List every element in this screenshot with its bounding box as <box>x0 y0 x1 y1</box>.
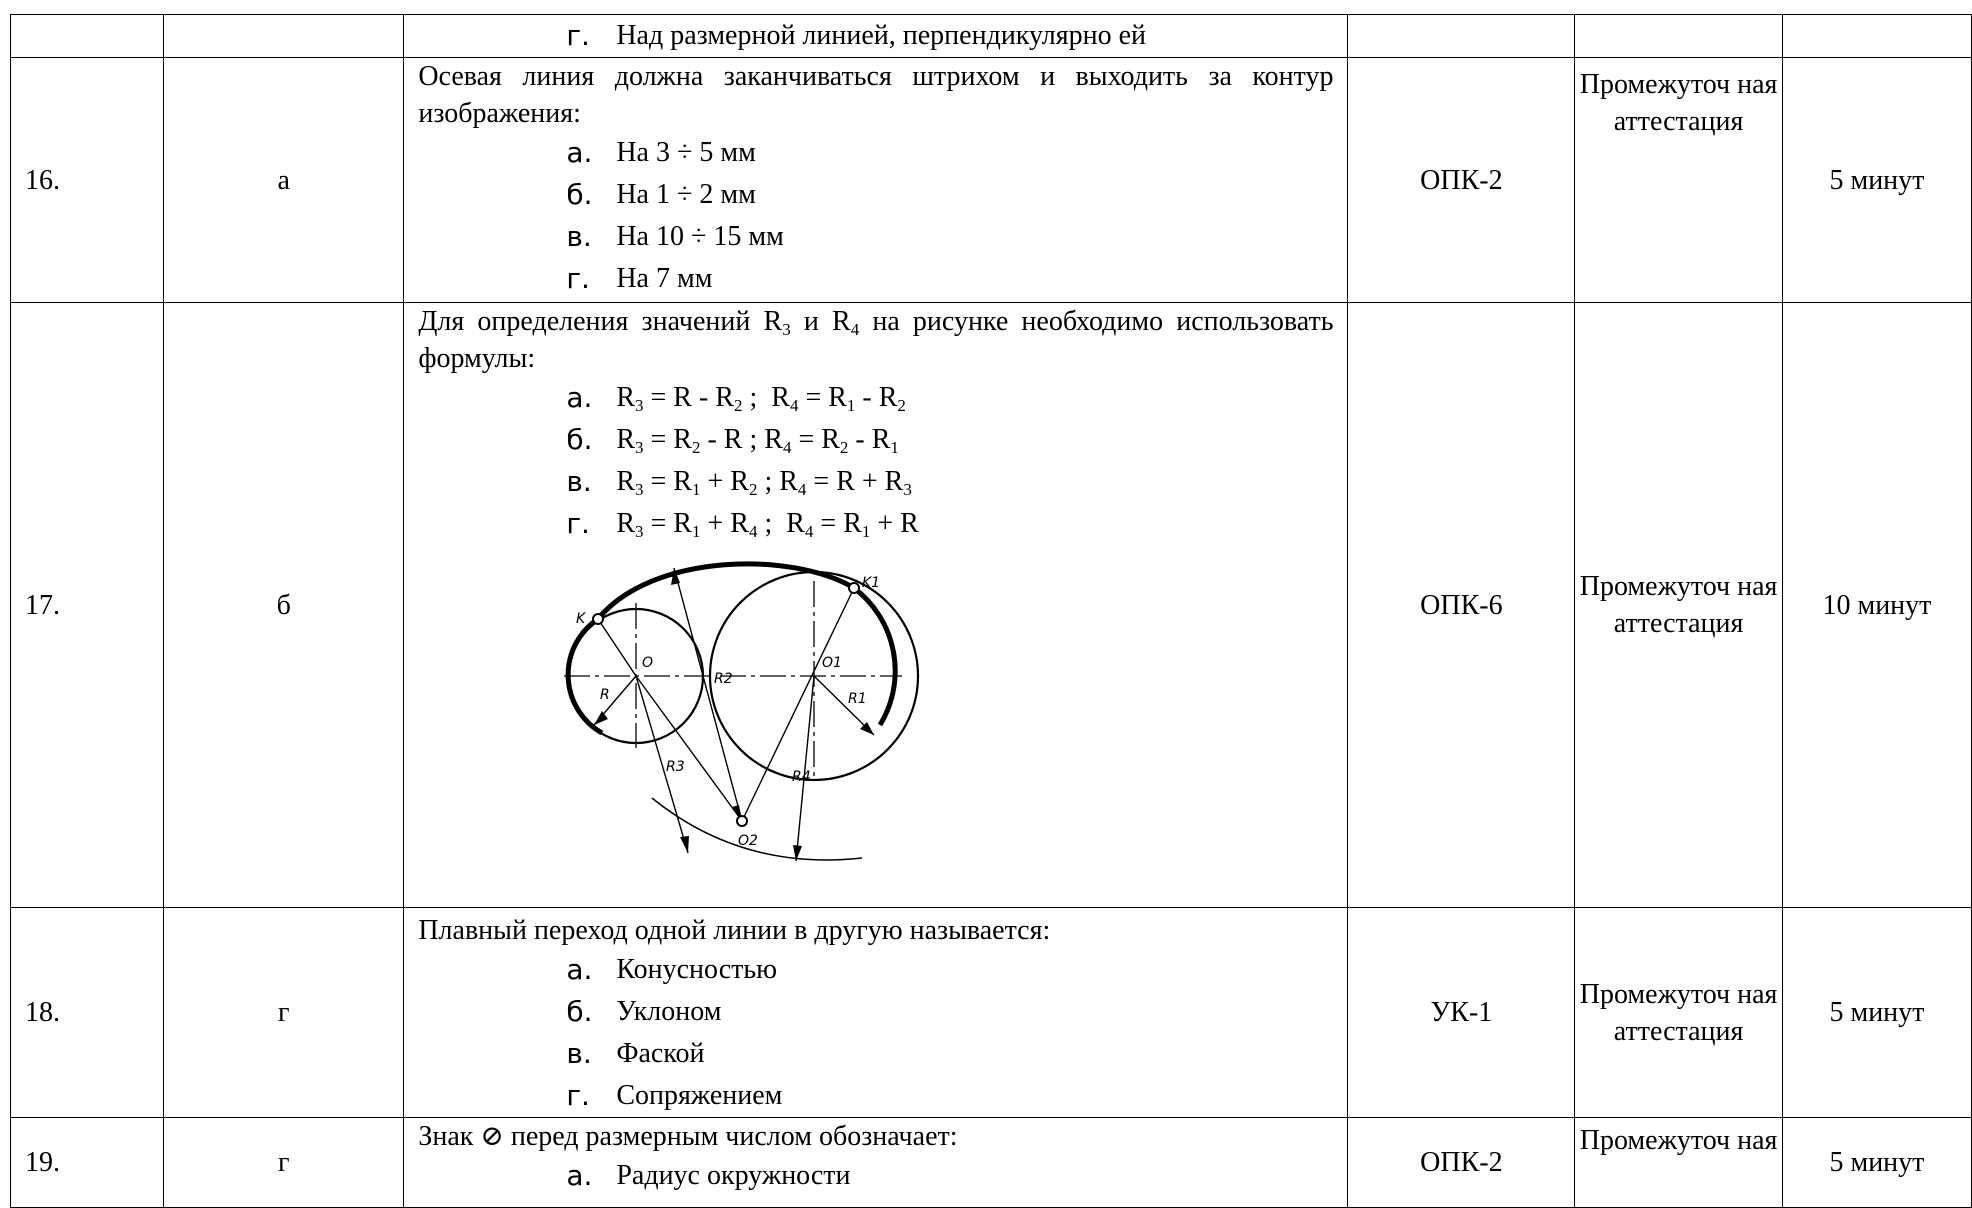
options-list: а.Конусностью б.Уклоном в.Фаской г.Сопря… <box>418 949 1333 1117</box>
competence-cell <box>1347 14 1576 58</box>
stage-cell: Промежуточ ная аттестация <box>1574 57 1783 303</box>
svg-text:O1: O1 <box>822 655 842 671</box>
competence-cell: ОПК-2 <box>1347 57 1576 303</box>
svg-text:R: R <box>600 687 610 703</box>
option-item: б.R3 = R2 - R ; R4 = R2 - R1 <box>566 423 899 457</box>
svg-text:O2: O2 <box>738 833 758 849</box>
stage-cell: Промежуточ ная аттестация <box>1574 302 1783 908</box>
option-item: а.На 3 ÷ 5 мм <box>566 136 756 169</box>
question-text: Плавный переход одной линии в другую наз… <box>418 915 1051 946</box>
competence-cell: ОПК-6 <box>1347 302 1576 908</box>
stage-cell: Промежуточ ная аттестация <box>1574 907 1783 1118</box>
question-cell: Знак ⊘ перед размерным числом обозначает… <box>403 1117 1349 1208</box>
row-number: 18. <box>9 907 165 1118</box>
row-number <box>9 14 165 58</box>
option-item: г. Над размерной линией, перпендикулярно… <box>566 19 1147 52</box>
assessment-table: г. Над размерной линией, перпендикулярно… <box>9 14 1972 1208</box>
tangent-arc-drawing: K K1 O O1 O2 R R1 R2 R3 R4 <box>564 561 920 862</box>
question-text: Осевая линия должна заканчиваться штрихо… <box>418 61 1334 129</box>
option-item: г.На 7 мм <box>566 262 713 295</box>
time-cell: 5 минут <box>1781 57 1972 303</box>
option-item: а.R3 = R - R2 ; R4 = R1 - R2 <box>566 381 906 415</box>
row-number: 19. <box>9 1117 165 1208</box>
svg-text:R3: R3 <box>666 759 685 775</box>
svg-text:K: K <box>576 611 587 627</box>
question-cell: Осевая линия должна заканчиваться штрихо… <box>403 57 1349 303</box>
row-number: 16. <box>9 57 165 303</box>
time-cell: 5 минут <box>1781 907 1972 1118</box>
question-cell: Плавный переход одной линии в другую наз… <box>403 907 1349 1118</box>
options-list: а.На 3 ÷ 5 мм б.На 1 ÷ 2 мм в.На 10 ÷ 15… <box>418 132 1333 300</box>
option-item: в.Фаской <box>566 1037 705 1070</box>
svg-text:R2: R2 <box>714 671 733 687</box>
option-item: б.На 1 ÷ 2 мм <box>566 178 756 211</box>
time-cell: 10 минут <box>1781 302 1972 908</box>
table-row: г. Над размерной линией, перпендикулярно… <box>9 14 1972 58</box>
question-text: Для определения значений R3 и R4 на рису… <box>418 306 1334 374</box>
question-text: Знак ⊘ перед размерным числом обозначает… <box>418 1121 958 1152</box>
option-item: а.Радиус окружности <box>566 1159 851 1192</box>
table-row: 16. а Осевая линия должна заканчиваться … <box>9 57 1972 303</box>
option-item: г.Сопряжением <box>566 1079 783 1112</box>
time-cell: 5 минут <box>1781 1117 1972 1208</box>
svg-text:O: O <box>642 655 653 671</box>
question-cell: Для определения значений R3 и R4 на рису… <box>403 302 1349 908</box>
competence-cell: УК-1 <box>1347 907 1576 1118</box>
answer-cell: г <box>163 907 405 1118</box>
svg-text:R1: R1 <box>848 691 867 707</box>
option-item: б.Уклоном <box>566 995 722 1028</box>
answer-cell: а <box>163 57 405 303</box>
options-list: а.R3 = R - R2 ; R4 = R1 - R2 б.R3 = R2 -… <box>418 377 1333 545</box>
table-row: 19. г Знак ⊘ перед размерным числом обоз… <box>9 1117 1972 1208</box>
option-item: в.На 10 ÷ 15 мм <box>566 220 784 253</box>
table-row: 18. г Плавный переход одной линии в друг… <box>9 907 1972 1118</box>
competence-cell: ОПК-2 <box>1347 1117 1576 1208</box>
answer-cell: б <box>163 302 405 908</box>
question-cell: г. Над размерной линией, перпендикулярно… <box>403 14 1349 58</box>
answer-cell: г <box>163 1117 405 1208</box>
option-item: а.Конусностью <box>566 953 778 986</box>
svg-text:R4: R4 <box>792 769 811 785</box>
svg-text:K1: K1 <box>862 575 880 591</box>
stage-cell <box>1574 14 1783 58</box>
answer-cell <box>163 14 405 58</box>
row-number: 17. <box>9 302 165 908</box>
stage-cell: Промежуточ ная <box>1574 1117 1783 1208</box>
time-cell <box>1781 14 1972 58</box>
option-item: г.R3 = R1 + R4 ; R4 = R1 + R <box>566 507 919 541</box>
table-row: 17. б Для определения значений R3 и R4 н… <box>9 302 1972 908</box>
options-list: а.Радиус окружности <box>418 1155 1333 1197</box>
option-item: в.R3 = R1 + R2 ; R4 = R + R3 <box>566 465 912 499</box>
